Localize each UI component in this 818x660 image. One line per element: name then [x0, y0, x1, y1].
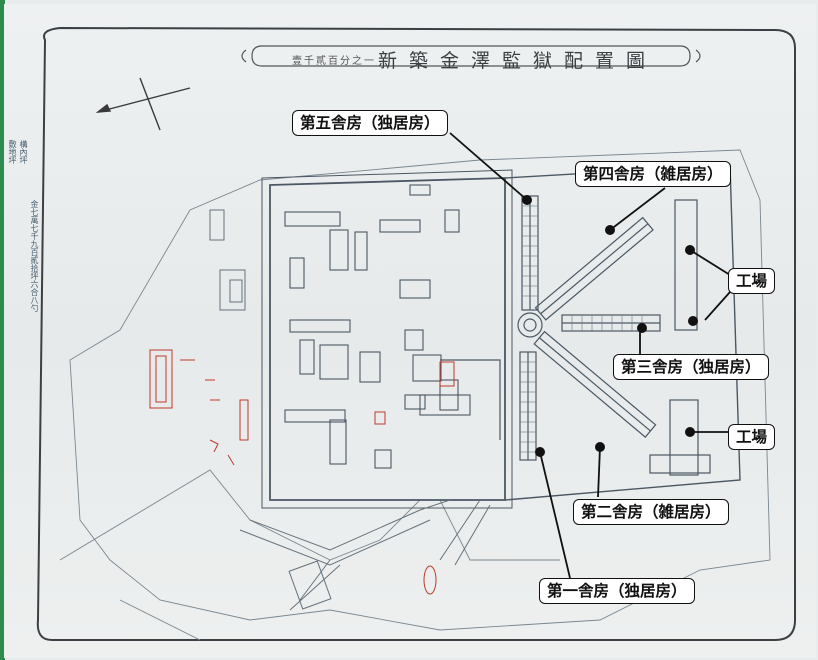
red-annotations	[149, 349, 455, 595]
callout-fifth-block: 第五舎房（独居房）	[292, 110, 448, 136]
map-title: 新築金澤監獄配置圖	[378, 50, 658, 72]
cell-hatching	[520, 205, 643, 453]
side-note-2: 構內坪	[19, 140, 28, 164]
callout-dots	[522, 195, 698, 457]
callout-leaders	[449, 132, 731, 579]
left-green-strip	[0, 0, 5, 660]
callout-first-block: 第一舎房（独居房）	[539, 578, 695, 604]
map-scale: 壹千貳百分之一	[292, 56, 376, 67]
callout-factory-1: 工場	[728, 268, 776, 294]
interior-buildings	[284, 184, 471, 469]
side-note-1: 敷地坪	[8, 140, 17, 164]
compound-wall	[261, 169, 513, 509]
callout-fourth-block: 第四舎房（雑居房）	[575, 161, 731, 187]
map-border	[36, 26, 796, 641]
title-cartouche	[251, 45, 691, 67]
callout-factory-2: 工場	[728, 424, 776, 450]
callout-third-block: 第三舎房（独居房）	[613, 354, 769, 380]
roads	[209, 209, 491, 611]
side-note-3: 金七萬七千九百貳拾坪六合八勺	[30, 200, 39, 312]
site-boundary	[59, 149, 771, 641]
callout-second-block: 第二舎房（雑居房）	[573, 499, 729, 525]
north-arrow	[95, 77, 191, 131]
